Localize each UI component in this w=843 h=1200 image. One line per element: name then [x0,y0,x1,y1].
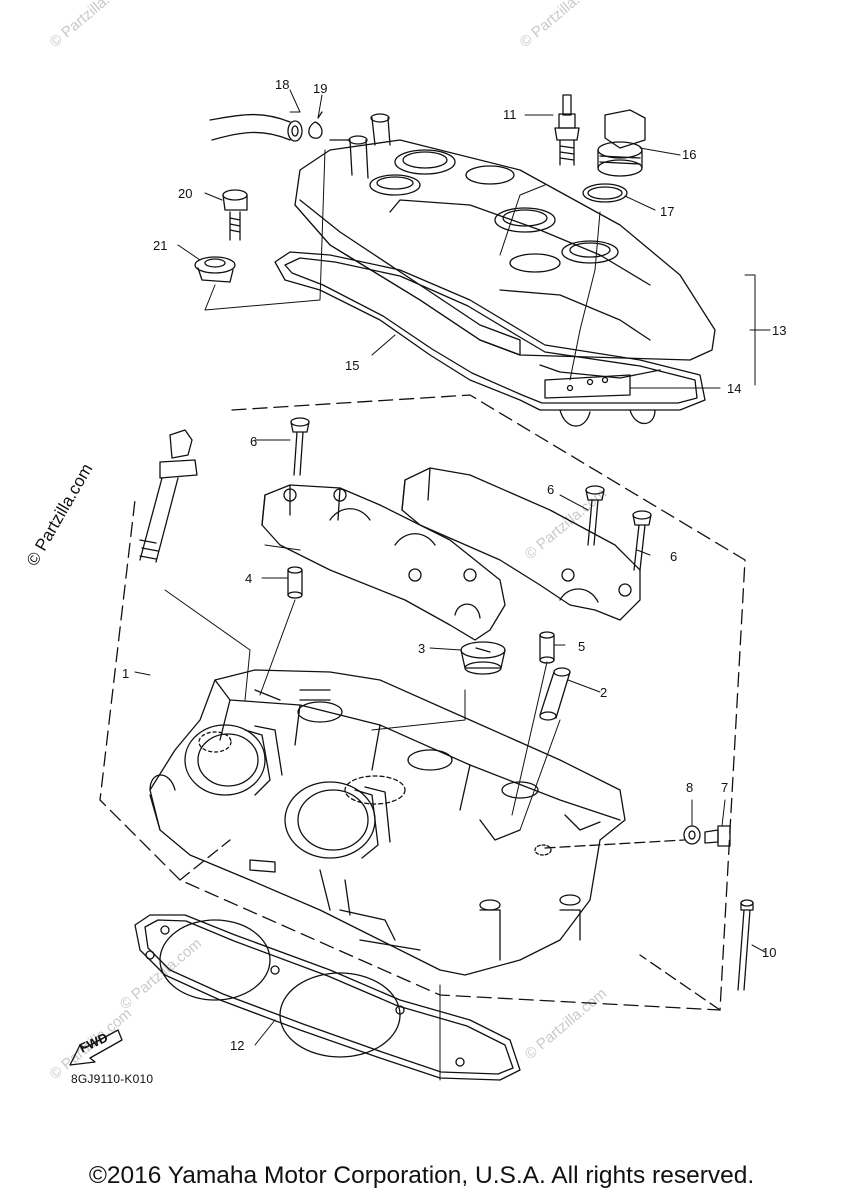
callout-labels: 18 19 11 16 17 20 21 13 14 15 6 6 6 4 3 … [77,77,787,1056]
callout-8: 8 [686,780,693,795]
watermark-group: © Partzilla.com © Partzilla.com © Partzi… [47,0,610,1083]
dowel-pin-left [287,566,303,599]
cap-bolt-b [585,485,605,546]
spark-plug [554,94,580,166]
head-gasket [134,914,521,1081]
dashed-lead-line [179,839,721,1011]
diagram-part-code: 8GJ9110-K010 [71,1072,154,1086]
callout-14: 14 [727,381,741,396]
watermark-text: © Partzilla.com [47,0,135,51]
leader-lines [134,89,771,1081]
watermark-text: © Partzilla.com [522,485,610,563]
banjo-bolt [704,825,731,847]
callout-7: 7 [721,780,728,795]
fwd-arrow-icon [69,1029,123,1066]
head-plug [460,641,506,675]
callout-6c: 6 [670,549,677,564]
camshaft-cap-right [401,467,641,621]
o-ring [582,183,628,203]
cap-bolt-a [290,417,310,476]
sealing-washer [683,825,701,845]
cap-bolt-c [632,510,652,571]
watermark-text: © Partzilla.com [522,985,610,1063]
callout-21: 21 [153,238,167,253]
callout-5: 5 [578,639,585,654]
callout-3: 3 [418,641,425,656]
callout-19: 19 [313,81,327,96]
long-bolt [737,899,754,991]
cover-gasket [274,251,706,427]
grommet [194,256,236,283]
callout-2: 2 [600,685,607,700]
valve-guide [539,667,571,721]
callout-10: 10 [762,945,776,960]
copyright-notice: ©2016 Yamaha Motor Corporation, U.S.A. A… [88,1162,755,1189]
camshaft-cap-left [261,484,506,641]
callout-6a: 6 [250,434,257,449]
callout-11: 11 [503,107,517,122]
cover-bolt [222,189,248,241]
callout-1: 1 [122,666,129,681]
hose-clip [308,111,323,139]
cover-bracket [544,374,631,399]
callout-20: 20 [178,186,192,201]
oil-filler-cap [597,109,646,177]
watermark-text: © Partzilla.com [517,0,605,51]
callout-17: 17 [660,204,674,219]
breather-hose [209,113,303,142]
callout-12: 12 [230,1038,244,1053]
watermark-text: © Partzilla.com [117,935,205,1013]
valve-cover [294,113,716,379]
callout-4: 4 [245,571,252,586]
head-stud [139,429,198,563]
dowel-pin-right [539,631,555,664]
assembly-dashed-frame [99,394,746,1011]
callout-15: 15 [345,358,359,373]
callout-16: 16 [682,147,696,162]
callout-6b: 6 [547,482,554,497]
dashed-lead-line [544,839,685,849]
callout-13: 13 [772,323,786,338]
cylinder-head [149,669,626,976]
callout-18: 18 [275,77,289,92]
